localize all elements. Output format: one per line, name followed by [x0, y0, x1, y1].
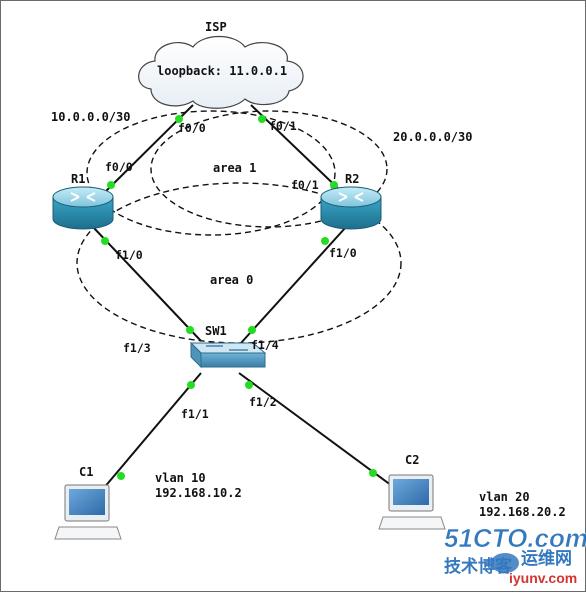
area-0-label: area 0 — [210, 273, 253, 287]
isp-label: ISP — [205, 20, 227, 34]
port-dot-r1-f10 — [101, 237, 109, 245]
host-c1-label: C1 — [79, 465, 93, 479]
link-isp-r2 — [250, 104, 347, 197]
iface-isp-f01: f0/1 — [269, 119, 297, 133]
router-r1-label: R1 — [71, 172, 85, 186]
watermark-cn2: 运维网 — [521, 548, 572, 569]
area-1-boundary — [86, 110, 336, 236]
iface-r2-f10: f1/0 — [329, 246, 357, 260]
port-dot-sw-f12 — [245, 381, 253, 389]
host-c1-vlan: vlan 10 — [155, 471, 206, 485]
switch-sw1-icon[interactable] — [189, 341, 267, 369]
port-dot-c1 — [117, 472, 125, 480]
router-r1-icon[interactable] — [52, 186, 114, 230]
isp-cloud-icon[interactable] — [138, 36, 304, 109]
pc-c2-icon[interactable] — [378, 474, 446, 530]
pc-c1-icon[interactable] — [54, 484, 122, 540]
host-c2-vlan: vlan 20 — [479, 490, 530, 504]
link-sw1-c1 — [102, 372, 202, 490]
port-dot-isp-f01 — [258, 115, 266, 123]
link-r1-sw1 — [92, 226, 202, 342]
link-r2-sw1 — [240, 226, 347, 344]
port-dot-r2-f10 — [321, 237, 329, 245]
iface-sw-f14: f1/4 — [251, 338, 279, 352]
watermark: 51CTO.com 技术博客 运维网 iyunv.com — [444, 523, 586, 586]
watermark-url: iyunv.com — [509, 570, 577, 586]
port-dot-sw-f13 — [186, 326, 194, 334]
iface-r1-f00: f0/0 — [105, 160, 133, 174]
port-dot-r2-f01 — [330, 181, 338, 189]
host-c2-ip: 192.168.20.2 — [479, 505, 566, 519]
host-c2-label: C2 — [405, 453, 419, 467]
iface-r1-f10: f1/0 — [115, 248, 143, 262]
iface-r2-f01: f0/1 — [291, 178, 319, 192]
area-isp-r2-boundary — [150, 110, 388, 228]
port-dot-c2 — [369, 469, 377, 477]
watermark-logo-icon — [491, 553, 519, 573]
host-c1-ip: 192.168.10.2 — [155, 486, 242, 500]
port-dot-r1-f00 — [107, 181, 115, 189]
port-dot-isp-f00 — [175, 115, 183, 123]
subnet-right-label: 20.0.0.0/30 — [393, 130, 472, 144]
router-r2-icon[interactable] — [320, 186, 382, 230]
area-1-label: area 1 — [213, 161, 256, 175]
router-r2-label: R2 — [345, 172, 359, 186]
subnet-left-label: 10.0.0.0/30 — [51, 110, 130, 124]
iface-sw-f11: f1/1 — [181, 407, 209, 421]
iface-sw-f13: f1/3 — [123, 341, 151, 355]
iface-sw-f12: f1/2 — [249, 395, 277, 409]
isp-loopback-label: loopback: 11.0.0.1 — [157, 64, 287, 78]
iface-isp-f00: f0/0 — [178, 121, 206, 135]
switch-sw1-label: SW1 — [205, 324, 227, 338]
port-dot-sw-f14 — [248, 326, 256, 334]
watermark-site: 51CTO.com — [444, 523, 586, 553]
port-dot-sw-f11 — [187, 381, 195, 389]
